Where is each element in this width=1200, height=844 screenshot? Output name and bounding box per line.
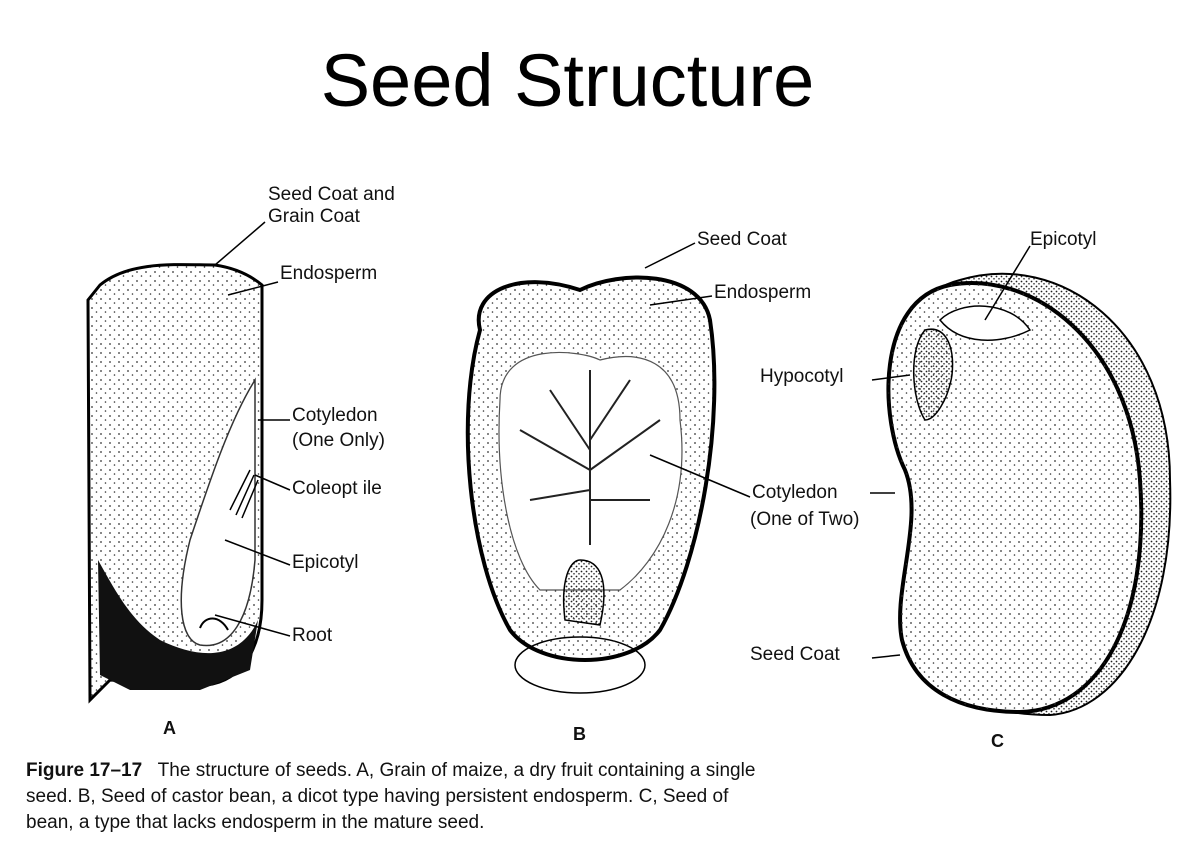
- bean-drawing: [886, 272, 1172, 717]
- slide-title: Seed Structure: [320, 39, 815, 122]
- label-endosperm-a: Endosperm: [280, 263, 378, 284]
- label-epicotyl-c: Epicotyl: [1030, 229, 1097, 250]
- caption-text: The structure of seeds. A, Grain of maiz…: [157, 760, 756, 781]
- figure-caption: Figure 17–17 The structure of seeds. A, …: [26, 758, 986, 836]
- label-endosperm-b: Endosperm: [714, 282, 812, 303]
- label-hypocotyl: Hypocotyl: [760, 366, 844, 387]
- label-cotyledon-a: Cotyledon (One Only): [292, 405, 385, 452]
- label-line: Seed Coat and: [268, 184, 395, 205]
- leader-lines: [214, 221, 1031, 659]
- label-cotyledon-b: Cotyledon (One of Two): [750, 482, 860, 531]
- label-line: Grain Coat: [268, 206, 360, 227]
- label-line: Cotyledon: [292, 405, 378, 426]
- caption-line: bean, a type that lacks endosperm in the…: [26, 812, 485, 833]
- label-seed-coat-b: Seed Coat: [697, 229, 787, 250]
- figure-number: Figure 17–17: [26, 760, 143, 781]
- castor-bean-drawing: [465, 275, 717, 694]
- figure-letter-a: A: [163, 718, 176, 738]
- figure-letter-b: B: [573, 724, 586, 744]
- label-coleoptile: Coleopt ile: [292, 478, 382, 499]
- label-root: Root: [292, 625, 333, 646]
- figure-letter-c: C: [991, 731, 1004, 751]
- caption-line: seed. B, Seed of castor bean, a dicot ty…: [26, 786, 729, 807]
- label-seed-coat-and-grain-coat: Seed Coat and Grain Coat: [268, 184, 395, 228]
- label-line: (One of Two): [750, 509, 860, 530]
- label-line: Cotyledon: [752, 482, 838, 503]
- label-line: (One Only): [292, 430, 385, 451]
- caption-line: Figure 17–17 The structure of seeds. A, …: [26, 758, 986, 784]
- label-epicotyl-a: Epicotyl: [292, 552, 359, 573]
- label-seed-coat-c: Seed Coat: [750, 644, 840, 665]
- maize-grain-drawing: [86, 263, 264, 704]
